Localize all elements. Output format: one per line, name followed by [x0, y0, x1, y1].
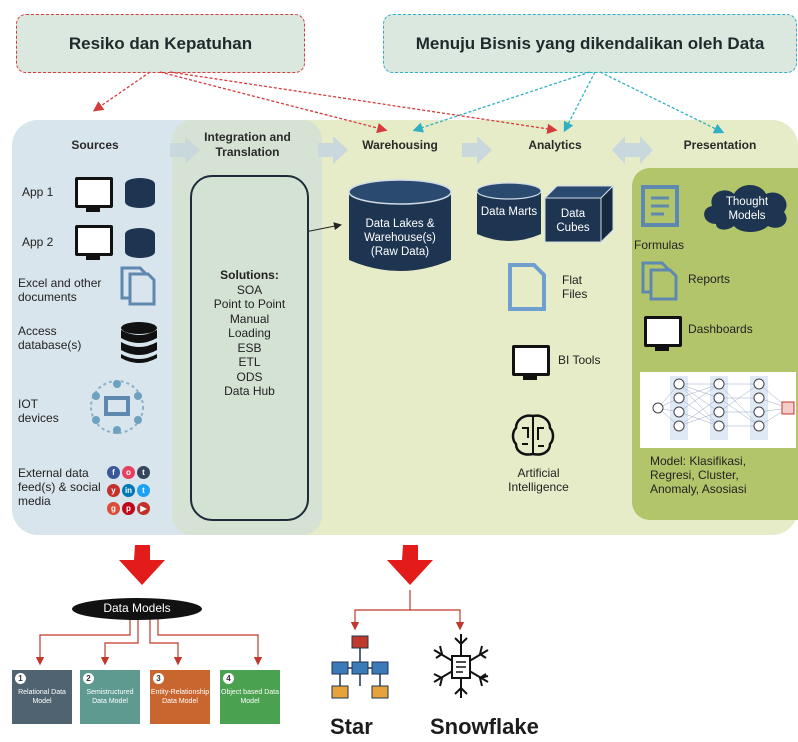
- warehousing-header: Warehousing: [362, 138, 438, 152]
- youtube-alt-icon: ▶: [137, 502, 150, 515]
- solutions-list: Solutions: SOA Point to Point Manual Loa…: [190, 268, 309, 399]
- ai-label: Artificial Intelligence: [508, 466, 569, 494]
- snowflake-label: Snowflake: [430, 714, 539, 739]
- solutions-box: [190, 175, 309, 521]
- app2-label: App 2: [22, 235, 54, 249]
- data-models-title: Data Models: [103, 601, 171, 615]
- thought-models-label: Thought Models: [725, 196, 769, 222]
- business-arrows: [412, 71, 725, 134]
- solution-item: Data Hub: [224, 384, 275, 398]
- presentation-header: Presentation: [683, 138, 757, 152]
- data-marts-cylinder-icon: [476, 182, 542, 241]
- formulas-document-icon: [641, 185, 679, 227]
- flow-chevrons: [170, 136, 653, 164]
- app1-monitor-icon: [75, 177, 113, 212]
- flat-files-label: Flat Files: [562, 273, 588, 301]
- relational-model-card: 1 Relational Data Model: [12, 670, 72, 724]
- bi-tools-monitor-icon: [512, 345, 550, 380]
- linkedin-icon: in: [122, 484, 135, 497]
- snowflake-schema-icon: [433, 634, 489, 698]
- risk-compliance-box: Resiko dan Kepatuhan: [16, 14, 305, 73]
- card-label: Object based Data Model: [221, 689, 279, 705]
- youtube-icon: y: [107, 484, 120, 497]
- iot-network-icon: [90, 380, 144, 434]
- reports-documents-icon: [641, 261, 678, 301]
- sources-header: Sources: [71, 138, 119, 152]
- object-based-model-card: 4 Object based Data Model: [220, 670, 280, 724]
- semistructured-model-card: 2 Semistructured Data Model: [80, 670, 140, 724]
- card-label: Semistructured Data Model: [86, 689, 134, 705]
- data-cubes-icon: [543, 184, 615, 244]
- red-arrow-right: [387, 545, 433, 585]
- reports-label: Reports: [688, 272, 731, 286]
- card-number: 2: [83, 673, 94, 684]
- twitter-icon: t: [137, 484, 150, 497]
- card-number: 3: [153, 673, 164, 684]
- app1-database-icon: [125, 178, 155, 208]
- data-lake-cylinder-icon: [348, 179, 452, 271]
- dashboards-monitor-icon: [644, 316, 682, 351]
- red-arrow-left: [119, 545, 165, 585]
- database-stack-icon: [121, 322, 157, 363]
- card-number: 4: [223, 673, 234, 684]
- data-models-pill: [72, 598, 202, 620]
- solution-item: Manual: [229, 311, 270, 326]
- card-label: Entity-Relationship Data Model: [150, 689, 210, 705]
- pinterest-icon: p: [122, 502, 135, 515]
- dashboards-label: Dashboards: [688, 322, 753, 336]
- data-lake-label: Data Lakes & Warehouse(s) (Raw Data): [364, 218, 436, 258]
- solution-item: ETL: [238, 355, 261, 369]
- analytics-header: Analytics: [528, 138, 582, 152]
- model-types-label: Model: Klasifikasi, Regresi, Cluster, An…: [650, 454, 747, 496]
- entity-relationship-model-card: 3 Entity-Relationship Data Model: [150, 670, 210, 724]
- solutions-title: Solutions:: [220, 268, 279, 282]
- excel-label: Excel and other documents: [18, 276, 102, 304]
- app2-database-icon: [125, 228, 155, 258]
- app2-monitor-icon: [75, 225, 113, 260]
- flat-file-icon: [508, 263, 546, 311]
- tumblr-icon: t: [137, 466, 150, 479]
- solution-item: ODS: [236, 369, 263, 384]
- app1-label: App 1: [22, 185, 54, 199]
- facebook-icon: f: [107, 466, 120, 479]
- data-driven-business-label: Menuju Bisnis yang dikendalikan oleh Dat…: [415, 33, 765, 53]
- solution-item: SOA: [236, 282, 263, 297]
- access-label: Access database(s): [18, 324, 82, 352]
- solution-item: Loading: [228, 326, 271, 340]
- solution-item: ESB: [237, 340, 262, 355]
- thought-cloud-icon: [704, 185, 787, 232]
- brain-icon: [511, 414, 555, 456]
- risk-compliance-label: Resiko dan Kepatuhan: [68, 33, 253, 53]
- integration-header: Integration and Translation: [204, 130, 291, 159]
- star-schema-icon: [331, 635, 389, 699]
- instagram-icon: o: [122, 466, 135, 479]
- risk-arrows: [92, 71, 558, 134]
- star-label: Star: [330, 714, 373, 739]
- card-number: 1: [15, 673, 26, 684]
- neural-network-icon: [640, 372, 796, 448]
- solution-item: Point to Point: [213, 297, 286, 311]
- external-feeds-label: External data feed(s) & social media: [18, 466, 101, 508]
- googleplus-icon: g: [107, 502, 120, 515]
- bi-tools-label: BI Tools: [558, 353, 601, 367]
- iot-label: IOT devices: [18, 397, 59, 425]
- card-label: Relational Data Model: [18, 689, 66, 705]
- documents-icon: [120, 266, 156, 306]
- data-cubes-label: Data Cubes: [556, 208, 590, 234]
- data-marts-label: Data Marts: [480, 206, 538, 218]
- formulas-label: Formulas: [634, 238, 685, 252]
